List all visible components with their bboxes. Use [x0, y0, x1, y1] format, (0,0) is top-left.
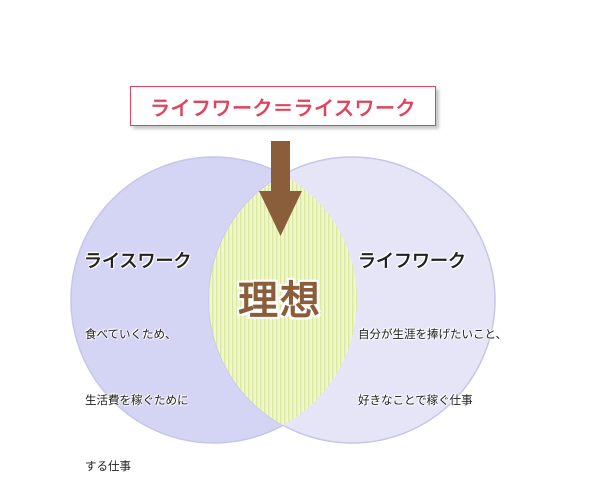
rice-work-description: 食べていくため、 生活費を稼ぐために する仕事 [85, 279, 189, 499]
rice-work-description-line: 生活費を稼ぐために [85, 393, 189, 407]
venn-diagram [70, 141, 496, 444]
life-work-description-line: 自分が生涯を捧げたいこと、 [358, 327, 508, 341]
life-work-title: ライフワーク [358, 251, 466, 272]
rice-work-description-line: 食べていくため、 [85, 327, 177, 341]
equation-title: ライフワーク＝ライスワーク [150, 95, 416, 120]
life-work-description-line: 好きなことで稼ぐ仕事 [358, 393, 473, 407]
down-arrow-icon [259, 141, 302, 236]
equation-title-box: ライフワーク＝ライスワーク [130, 86, 436, 126]
ideal-label: 理想 [238, 278, 322, 324]
rice-work-title: ライスワーク [84, 251, 192, 272]
life-work-description: 自分が生涯を捧げたいこと、 好きなことで稼ぐ仕事 [358, 279, 507, 433]
rice-work-description-line: する仕事 [85, 459, 131, 473]
